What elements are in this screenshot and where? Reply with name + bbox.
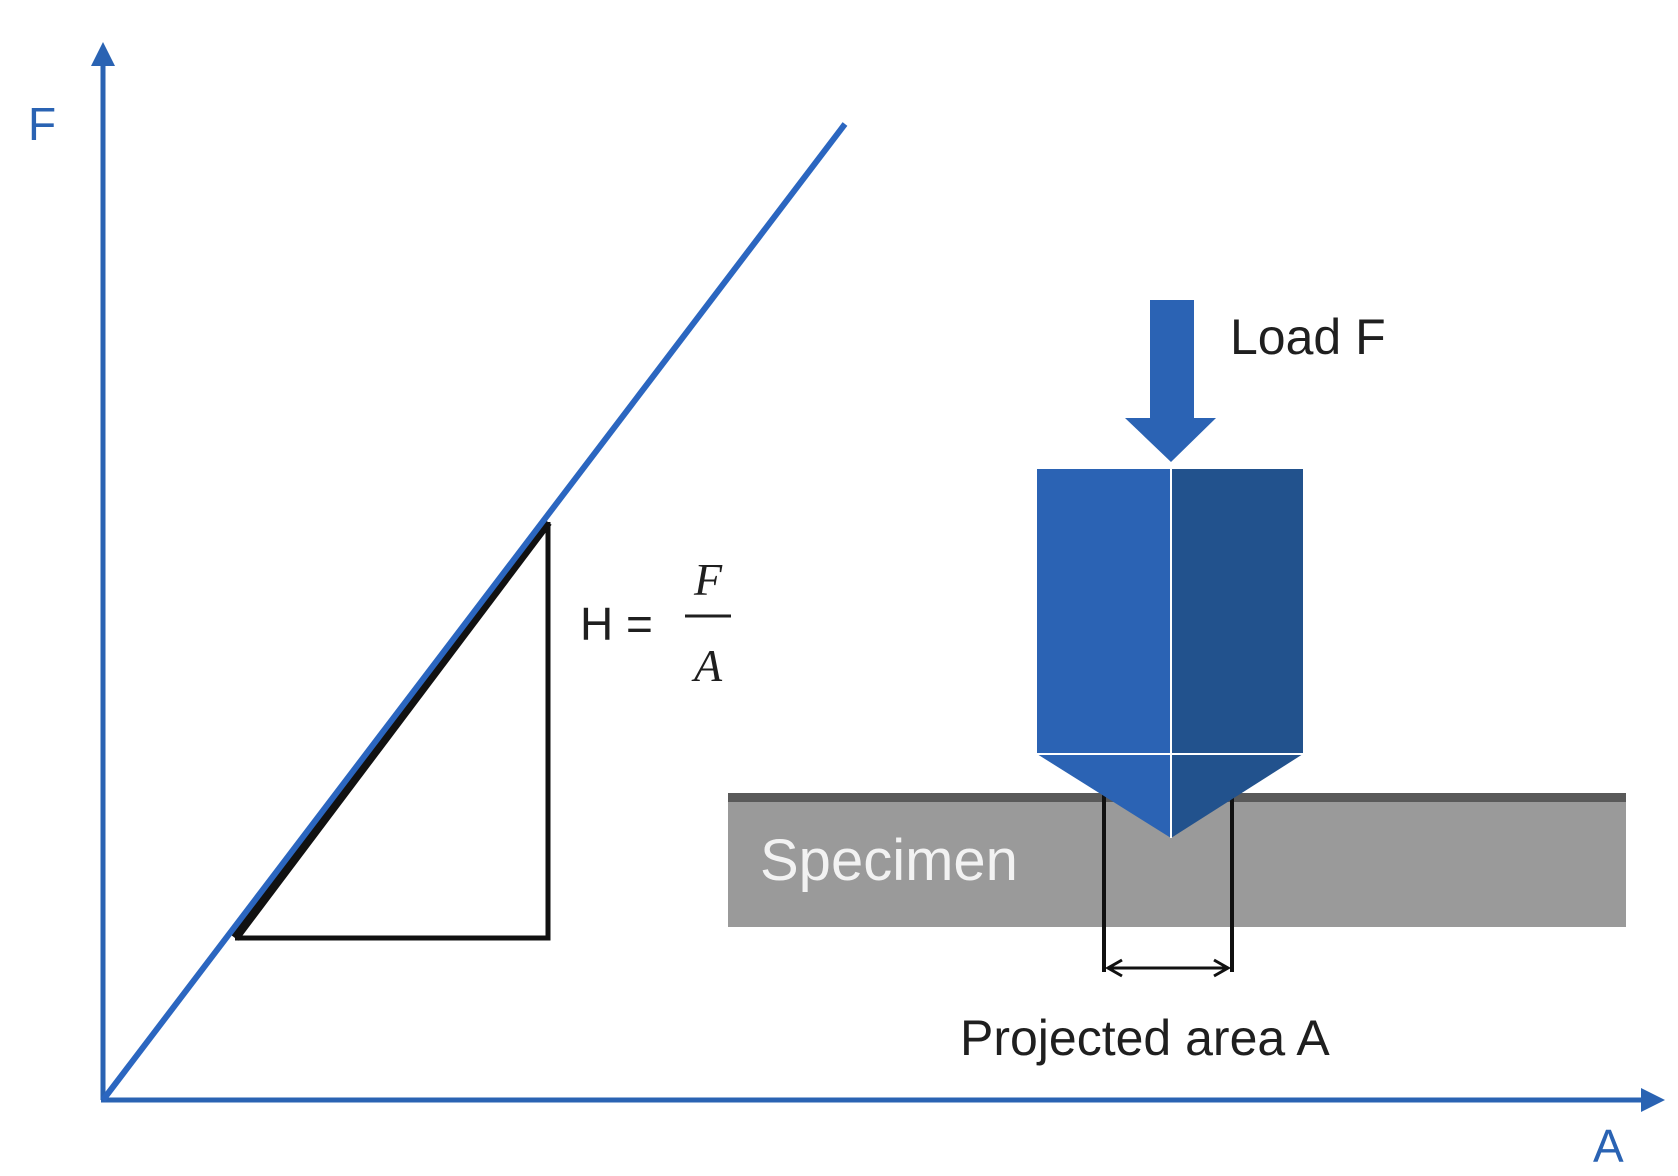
y-axis-label: F	[28, 98, 56, 150]
x-axis-arrowhead	[1641, 1088, 1665, 1112]
indenter-body-right	[1171, 469, 1303, 754]
projected-area-label: Projected area A	[960, 1010, 1330, 1066]
slope-triangle-hypotenuse	[231, 519, 552, 941]
load-arrow-shaft	[1150, 300, 1194, 420]
y-axis-arrowhead	[91, 42, 115, 66]
axes: F A	[28, 42, 1665, 1172]
indenter-tip-right	[1171, 754, 1303, 838]
measure-arrow-right	[1213, 958, 1232, 978]
formula-denominator: A	[691, 640, 723, 691]
slope-triangle	[235, 522, 551, 941]
hardness-formula: H = F A	[580, 554, 731, 691]
measure-arrow-left	[1104, 958, 1123, 978]
x-axis-label: A	[1593, 1120, 1624, 1172]
load-label: Load F	[1230, 309, 1386, 365]
indenter	[1037, 469, 1303, 838]
formula-numerator: F	[693, 554, 723, 605]
indenter-body-left	[1037, 469, 1171, 754]
load-area-line	[100, 122, 848, 1102]
load-arrow-head	[1125, 418, 1216, 462]
load-arrow: Load F	[1125, 300, 1386, 462]
specimen-label: Specimen	[760, 828, 1018, 893]
formula-lhs: H =	[580, 598, 653, 650]
projected-area-measurement: Projected area A	[960, 793, 1330, 1066]
indenter-tip-left	[1037, 754, 1171, 838]
